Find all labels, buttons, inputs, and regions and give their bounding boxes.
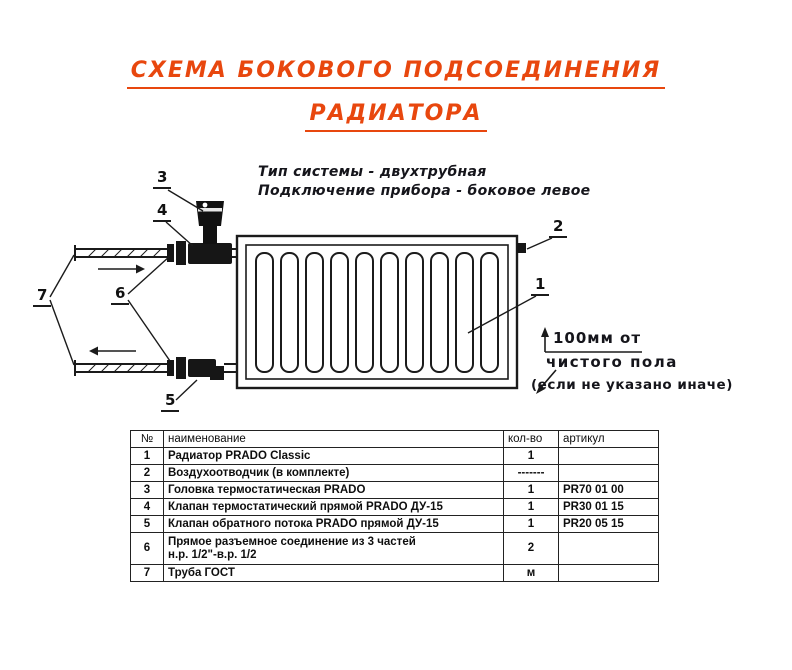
parts-table: № наименование кол-во артикул 1 Радиатор… bbox=[130, 430, 659, 582]
header-name: наименование bbox=[163, 430, 504, 448]
cell-article bbox=[558, 532, 659, 565]
callout-2: 2 bbox=[549, 219, 568, 238]
table-header-row: № наименование кол-во артикул bbox=[130, 430, 659, 448]
cell-name: Головка термостатическая PRADO bbox=[163, 481, 504, 499]
cell-article: PR20 05 15 bbox=[558, 515, 659, 533]
cell-article: PR70 01 00 bbox=[558, 481, 659, 499]
table-row: 1 Радиатор PRADO Classic 1 bbox=[130, 447, 659, 465]
table-row: 5 Клапан обратного потока PRADO прямой Д… bbox=[130, 515, 659, 533]
dimension-line-2: чистого пола bbox=[546, 353, 678, 371]
cell-article bbox=[558, 447, 659, 465]
callout-7: 7 bbox=[33, 288, 52, 307]
supply-pipe bbox=[74, 245, 168, 274]
title-line-2: РАДИАТОРА bbox=[305, 103, 487, 132]
system-notes: Тип системы - двухтрубная Подключение пр… bbox=[258, 163, 590, 201]
cell-qty: 1 bbox=[503, 515, 559, 533]
cell-qty: 1 bbox=[503, 447, 559, 465]
cell-num: 7 bbox=[130, 564, 164, 582]
cell-num: 6 bbox=[130, 532, 164, 565]
page-title: СХЕМА БОКОВОГО ПОДСОЕДИНЕНИЯ РАДИАТОРА bbox=[0, 60, 792, 146]
table-row: 7 Труба ГОСТ м bbox=[130, 564, 659, 582]
cell-name: Клапан обратного потока PRADO прямой ДУ-… bbox=[163, 515, 504, 533]
table-row: 2 Воздухоотводчик (в комплекте) ------- bbox=[130, 464, 659, 482]
cell-article bbox=[558, 564, 659, 582]
cell-name-line-2: н.р. 1/2"-в.р. 1/2 bbox=[168, 548, 257, 561]
cell-num: 3 bbox=[130, 481, 164, 499]
radiator-body bbox=[235, 234, 519, 390]
note-connection: Подключение прибора - боковое левое bbox=[258, 182, 591, 199]
cell-qty: м bbox=[503, 564, 559, 582]
cell-qty: ------- bbox=[503, 464, 559, 482]
callout-1: 1 bbox=[531, 277, 550, 296]
header-num: № bbox=[130, 430, 164, 448]
cell-qty: 1 bbox=[503, 481, 559, 499]
table-row: 4 Клапан термостатический прямой PRADO Д… bbox=[130, 498, 659, 516]
cell-num: 5 bbox=[130, 515, 164, 533]
cell-num: 1 bbox=[130, 447, 164, 465]
air-vent bbox=[517, 243, 526, 253]
cell-qty: 1 bbox=[503, 498, 559, 516]
title-line-1: СХЕМА БОКОВОГО ПОДСОЕДИНЕНИЯ bbox=[126, 60, 666, 89]
dimension-line-1: 100мм от bbox=[553, 329, 642, 347]
cell-name: Клапан термостатический прямой PRADO ДУ-… bbox=[163, 498, 504, 516]
cell-name: Прямое разъемное соединение из 3 частей … bbox=[163, 532, 504, 565]
dimension-marks bbox=[536, 327, 642, 394]
callout-6: 6 bbox=[111, 286, 130, 305]
table-row: 3 Головка термостатическая PRADO 1 PR70 … bbox=[130, 481, 659, 499]
header-qty: кол-во bbox=[503, 430, 559, 448]
leader-lines bbox=[49, 189, 553, 401]
cell-num: 2 bbox=[130, 464, 164, 482]
header-article: артикул bbox=[558, 430, 659, 448]
cell-qty: 2 bbox=[503, 532, 559, 565]
note-system-type: Тип системы - двухтрубная bbox=[258, 164, 487, 180]
dimension-line-3: (если не указано иначе) bbox=[531, 377, 733, 393]
cell-article: PR30 01 15 bbox=[558, 498, 659, 516]
cell-article bbox=[558, 464, 659, 482]
return-valve bbox=[167, 357, 237, 380]
return-pipe bbox=[74, 346, 168, 376]
callout-4: 4 bbox=[153, 203, 172, 222]
cell-name-line-1: Прямое разъемное соединение из 3 частей bbox=[168, 535, 416, 548]
cell-num: 4 bbox=[130, 498, 164, 516]
cell-name: Труба ГОСТ bbox=[163, 564, 504, 582]
callout-3: 3 bbox=[153, 170, 172, 189]
cell-name: Воздухоотводчик (в комплекте) bbox=[163, 464, 504, 482]
callout-5: 5 bbox=[161, 393, 180, 412]
thermostatic-valve bbox=[167, 201, 237, 265]
table-row: 6 Прямое разъемное соединение из 3 часте… bbox=[130, 532, 659, 565]
cell-name: Радиатор PRADO Classic bbox=[163, 447, 504, 465]
